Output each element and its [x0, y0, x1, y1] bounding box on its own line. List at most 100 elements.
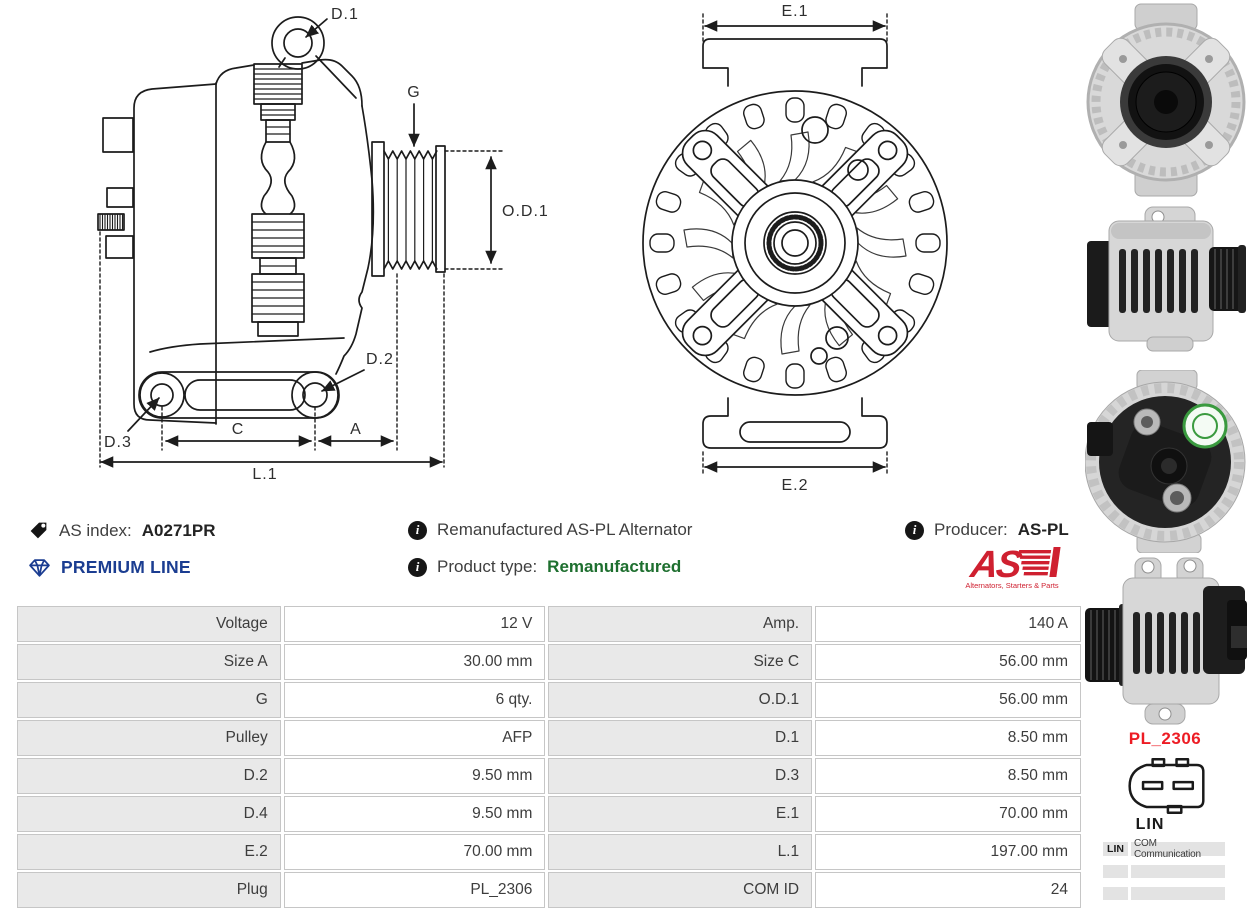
spec-row: E.2 70.00 mm L.1 197.00 mm: [17, 834, 1081, 870]
spec-label-cell: D.3: [548, 758, 813, 794]
side-mount-lug-bar: [138, 371, 340, 419]
spec-label-cell: D.2: [17, 758, 281, 794]
com-table-header-title: COM Communication: [1131, 838, 1225, 860]
spec-label-cell: L.1: [548, 834, 813, 870]
as-index-label: AS index:: [59, 520, 132, 540]
spec-value-cell: 70.00 mm: [283, 834, 546, 870]
com-communication-table: LIN COM Communication: [1103, 838, 1225, 900]
com-table-cell: [1103, 887, 1128, 900]
as-pl-logo: AS Alternators, Starters & Parts: [965, 544, 1061, 590]
description-row: i Remanufactured AS-PL Alternator: [408, 520, 692, 540]
spec-value-cell: 140 A: [815, 606, 1081, 642]
info-icon: i: [408, 520, 427, 540]
front-bottom-bracket: [702, 397, 888, 449]
spec-value-cell: 70.00 mm: [815, 796, 1081, 832]
tag-icon: [30, 522, 47, 539]
front-top-bracket: [702, 38, 888, 87]
producer-value: AS-PL: [1017, 520, 1069, 539]
spec-label-cell: E.2: [17, 834, 281, 870]
com-table-cell: [1131, 887, 1225, 900]
spec-value-cell: AFP: [283, 720, 546, 756]
spec-value-cell: 12 V: [283, 606, 546, 642]
spec-row: D.4 9.50 mm E.1 70.00 mm: [17, 796, 1081, 832]
front-hub: [731, 179, 859, 307]
producer-row: i Producer: AS-PL: [905, 520, 1069, 540]
com-table-row: [1103, 887, 1225, 900]
com-table-cell: [1131, 865, 1225, 878]
spec-row: Size A 30.00 mm Size C 56.00 mm: [17, 644, 1081, 680]
spec-label-cell: Size A: [17, 644, 281, 680]
dim-label-a: A: [350, 421, 362, 438]
com-table-cell: [1103, 865, 1128, 878]
product-type-label: Product type:: [437, 557, 538, 576]
side-threaded-terminal: [97, 213, 125, 231]
spec-value-cell: 197.00 mm: [815, 834, 1081, 870]
spec-value-cell: 24: [815, 872, 1081, 908]
plug-connector-type-label: LIN: [1135, 816, 1165, 833]
product-description: Remanufactured AS-PL Alternator: [437, 520, 693, 539]
spec-label-cell: O.D.1: [548, 682, 813, 718]
info-icon: i: [905, 520, 924, 540]
spec-label-cell: G: [17, 682, 281, 718]
spec-value-cell: 30.00 mm: [283, 644, 546, 680]
spec-label-cell: Voltage: [17, 606, 281, 642]
dim-label-d3: D.3: [104, 434, 132, 451]
spec-value-cell: 8.50 mm: [815, 720, 1081, 756]
as-index-value: A0271PR: [141, 520, 216, 540]
spec-label-cell: Size C: [548, 644, 813, 680]
com-table-header-row: LIN COM Communication: [1103, 838, 1225, 860]
producer-label: Producer:: [934, 520, 1008, 539]
as-logo-text: AS: [967, 544, 1025, 586]
dim-label-d2: D.2: [366, 351, 394, 368]
spec-row: G 6 qty. O.D.1 56.00 mm: [17, 682, 1081, 718]
side-rear-cover: [133, 83, 217, 424]
spec-row: Voltage 12 V Amp. 140 A: [17, 606, 1081, 642]
spec-value-cell: 56.00 mm: [815, 682, 1081, 718]
plug-name: PL_2306: [1128, 729, 1202, 748]
product-type-row: i Product type: Remanufactured: [408, 557, 681, 577]
product-type-value: Remanufactured: [547, 557, 682, 576]
spec-value-cell: 8.50 mm: [815, 758, 1081, 794]
side-view-technical-drawing: D.1 G O.D.1 D.2 D.3 C A L.1: [97, 6, 548, 483]
spec-value-cell: 9.50 mm: [283, 758, 546, 794]
as-index-row: AS index: A0271PR: [28, 520, 215, 541]
product-photo-side-right[interactable]: [1085, 205, 1248, 353]
product-photo-side-left[interactable]: [1085, 556, 1248, 726]
spec-label-cell: Pulley: [17, 720, 281, 756]
as-logo-tagline: Alternators, Starters & Parts: [965, 581, 1059, 590]
front-housing-outline: [642, 90, 948, 396]
side-pulley: [371, 141, 385, 277]
spec-value-cell: PL_2306: [283, 872, 546, 908]
product-photo-front[interactable]: [1085, 2, 1248, 198]
spec-label-cell: D.1: [548, 720, 813, 756]
spec-row: Plug PL_2306 COM ID 24: [17, 872, 1081, 908]
spec-table: Voltage 12 V Amp. 140 A Size A 30.00 mm …: [14, 604, 1084, 910]
plug-connector-drawing: [1128, 757, 1205, 815]
front-view-technical-drawing: E.1 E.2: [642, 3, 948, 494]
spec-label-cell: E.1: [548, 796, 813, 832]
dim-label-d1: D.1: [331, 6, 359, 23]
spec-label-cell: Plug: [17, 872, 281, 908]
product-photo-rear[interactable]: [1085, 370, 1248, 553]
spec-row: D.2 9.50 mm D.3 8.50 mm: [17, 758, 1081, 794]
dim-label-l1: L.1: [252, 466, 277, 483]
dim-label-e2: E.2: [781, 477, 808, 494]
com-table-row: [1103, 865, 1225, 878]
dim-label-g: G: [407, 84, 420, 101]
spec-row: Pulley AFP D.1 8.50 mm: [17, 720, 1081, 756]
info-icon: i: [408, 557, 427, 577]
premium-line-label: PREMIUM LINE: [61, 557, 191, 577]
spec-value-cell: 56.00 mm: [815, 644, 1081, 680]
dim-label-e1: E.1: [781, 3, 808, 20]
green-sticker: [1182, 403, 1228, 449]
dim-label-c: C: [232, 421, 245, 438]
spec-label-cell: Amp.: [548, 606, 813, 642]
com-table-header-lin: LIN: [1103, 842, 1128, 856]
diamond-icon: [29, 558, 50, 577]
side-front-bracket: [301, 58, 363, 107]
spec-label-cell: COM ID: [548, 872, 813, 908]
premium-line-row: PREMIUM LINE: [28, 557, 191, 578]
spec-label-cell: D.4: [17, 796, 281, 832]
spec-value-cell: 6 qty.: [283, 682, 546, 718]
